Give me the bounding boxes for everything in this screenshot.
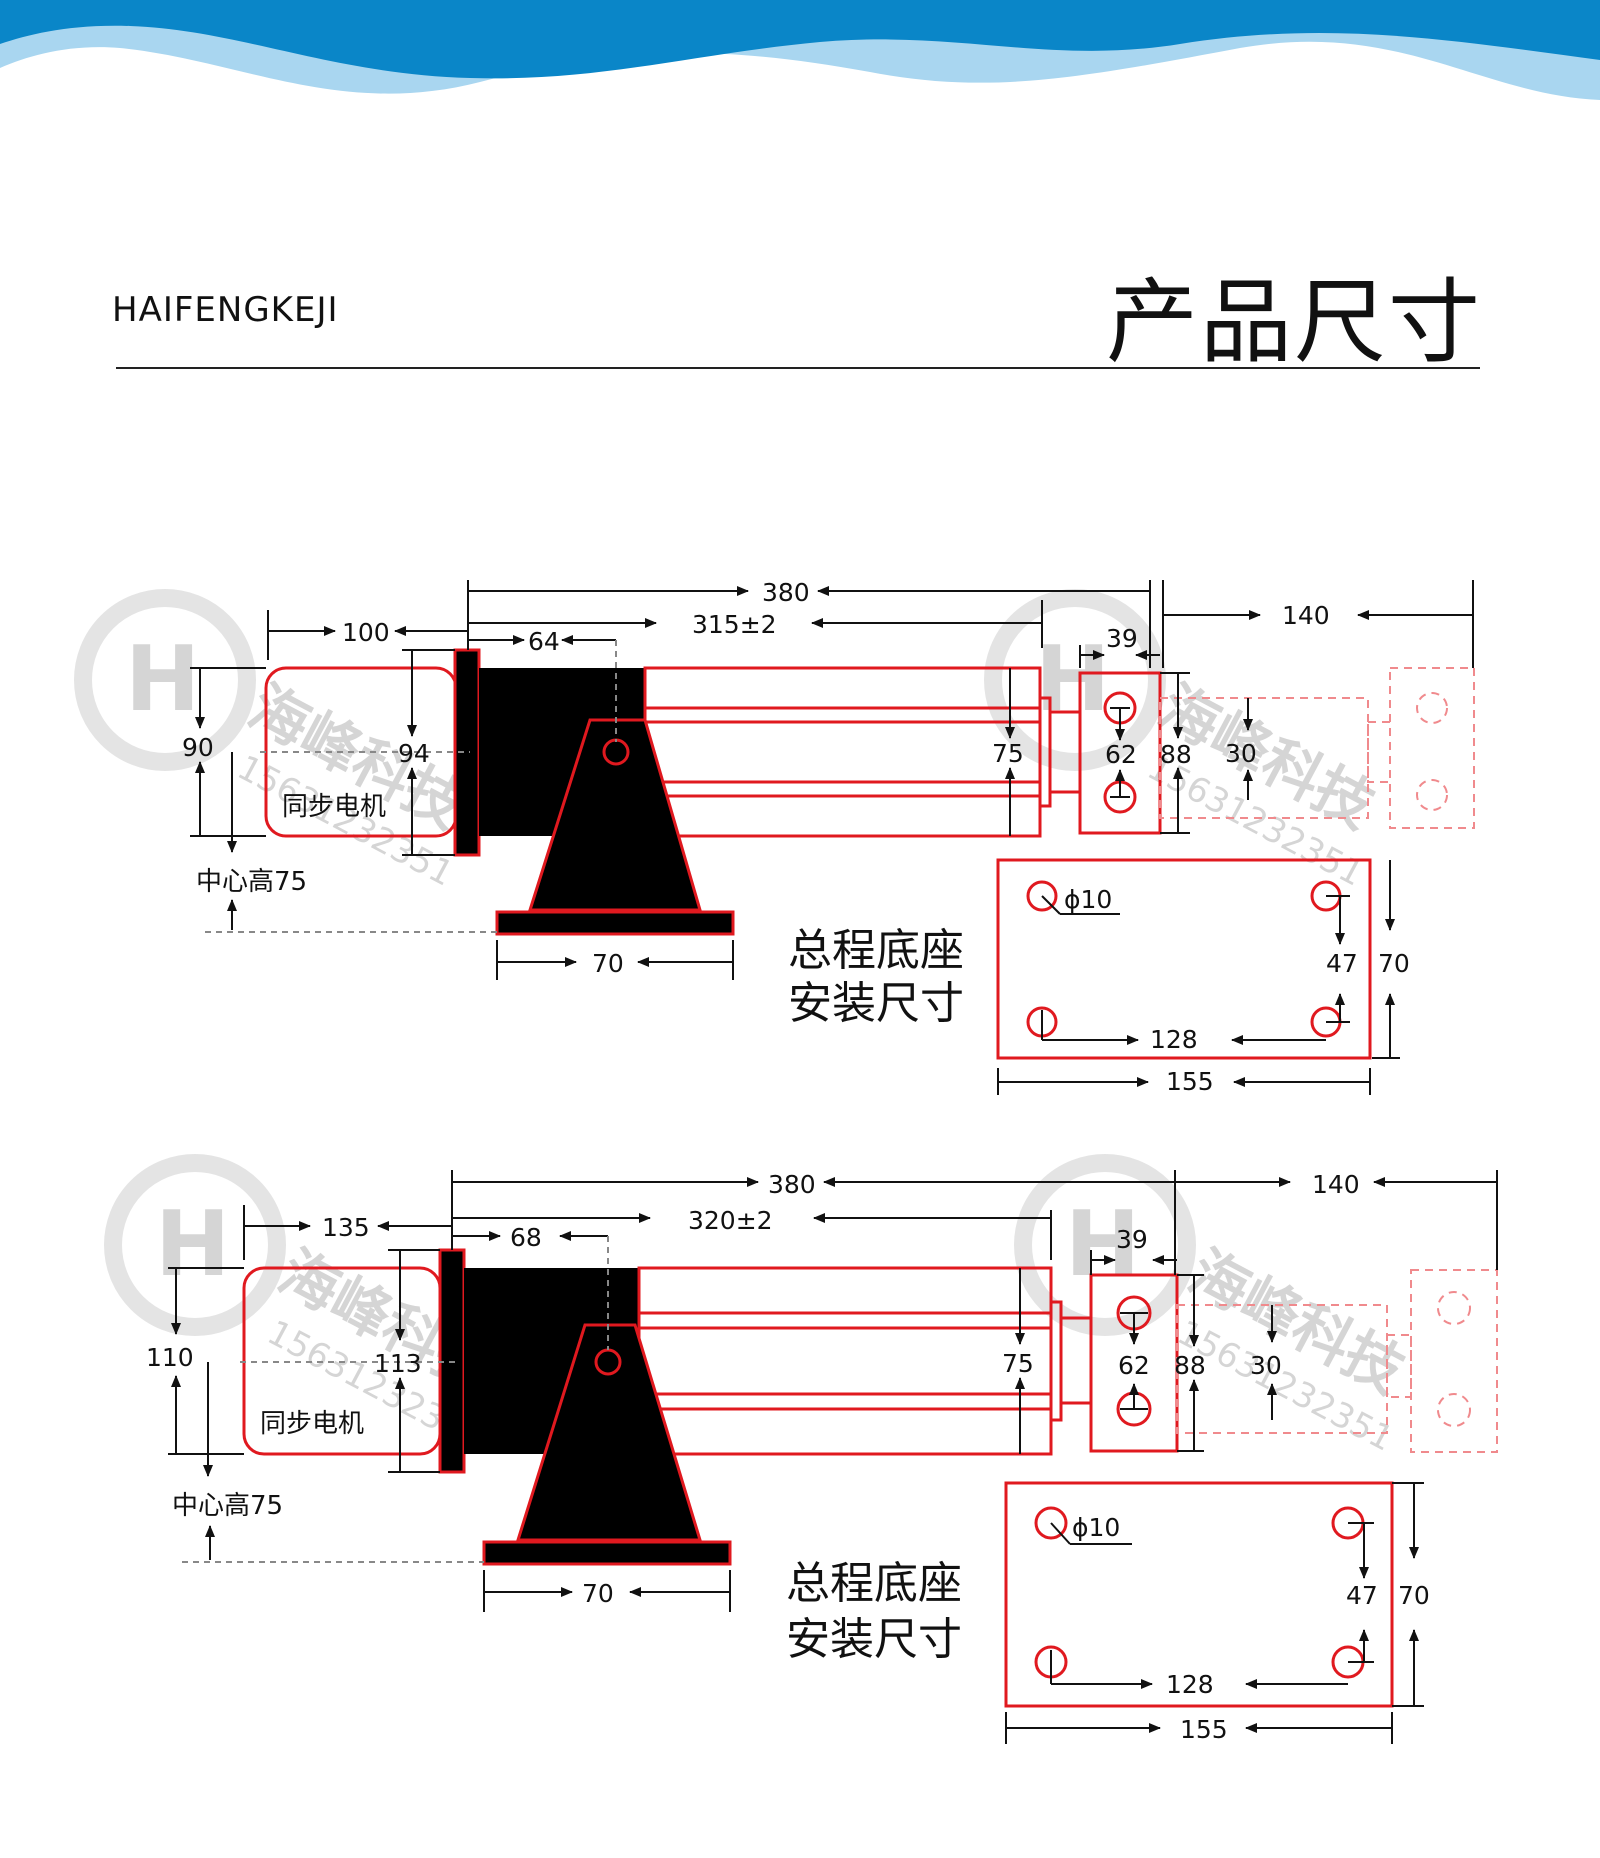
extended-position — [1159, 667, 1475, 829]
dim-overall-2: 380 — [768, 1170, 816, 1199]
svg-text:H: H — [125, 627, 200, 732]
dim-extension: 140 — [1282, 601, 1330, 630]
dim-motor-length-2: 135 — [322, 1213, 370, 1242]
base-title-line1: 总程底座 — [788, 925, 964, 976]
outer-tube — [643, 666, 1042, 838]
base-plate-2 — [482, 1540, 732, 1566]
mount-bracket — [527, 718, 702, 912]
base-plate-top-view-2 — [1004, 1481, 1394, 1708]
dim-hole-diameter: ϕ10 — [1064, 885, 1112, 914]
header-wave — [0, 0, 1600, 100]
dim-rod-height: 30 — [1225, 739, 1257, 768]
diagram-2: 380 140 135 320±2 68 39 110 113 75 62 88… — [146, 1170, 1498, 1744]
dim-plate-height-2: 70 — [1398, 1581, 1430, 1610]
dim-mount-offset: 64 — [528, 627, 560, 656]
brand-name: HAIFENGKEJI — [112, 290, 339, 330]
dim-end-width-2: 39 — [1116, 1225, 1148, 1254]
dim-motor-length: 100 — [342, 618, 390, 647]
watermark: H 海峰科技 15631232351 H 海峰科技 15631232351 H … — [74, 589, 1415, 1460]
base-plate-top-view — [996, 858, 1372, 1060]
dim-end-height: 88 — [1160, 740, 1192, 769]
dim-mount-offset-2: 68 — [510, 1223, 542, 1252]
motor-label: 同步电机 — [282, 792, 386, 822]
dim-end-width: 39 — [1106, 624, 1138, 653]
dim-stroke: 315±2 — [692, 610, 777, 639]
dim-plate-hole-y-2: 47 — [1346, 1581, 1378, 1610]
end-block — [1078, 671, 1162, 835]
dim-overall: 380 — [762, 578, 810, 607]
dim-plate-hole-y: 47 — [1326, 949, 1358, 978]
dim-plate-hole-x-2: 128 — [1166, 1670, 1214, 1699]
motor-label-2: 同步电机 — [260, 1409, 364, 1439]
svg-text:H: H — [1035, 627, 1110, 732]
center-height-label: 中心高75 — [196, 867, 307, 897]
base-title-line2: 安装尺寸 — [788, 978, 964, 1029]
outer-tube-2 — [637, 1266, 1053, 1456]
center-height-label-2: 中心高75 — [172, 1491, 283, 1521]
dim-hole-pitch: 62 — [1105, 740, 1137, 769]
dim-stroke-2: 320±2 — [688, 1206, 773, 1235]
dim-plate-height: 70 — [1378, 949, 1410, 978]
dim-base-width: 70 — [592, 949, 624, 978]
base-plate — [495, 910, 735, 936]
header-divider — [116, 367, 1480, 369]
svg-text:H: H — [1065, 1192, 1140, 1297]
dim-tube-height: 75 — [992, 739, 1024, 768]
mount-bracket-2 — [515, 1323, 703, 1542]
dim-hole-pitch-2: 62 — [1118, 1351, 1150, 1380]
dim-rod-height-2: 30 — [1250, 1351, 1282, 1380]
base-title-line2-2: 安装尺寸 — [786, 1614, 962, 1665]
dim-flange-height: 94 — [398, 739, 430, 768]
dim-hole-diameter-2: ϕ10 — [1072, 1513, 1120, 1542]
base-title-line1-2: 总程底座 — [786, 1558, 962, 1609]
dim-base-width-2: 70 — [582, 1579, 614, 1608]
dim-tube-height-2: 75 — [1002, 1349, 1034, 1378]
svg-text:H: H — [155, 1192, 230, 1297]
dim-flange-height-2: 113 — [374, 1349, 422, 1378]
extended-position-2 — [1176, 1269, 1498, 1453]
page-title: 产品尺寸 — [1105, 269, 1482, 376]
dim-plate-hole-x: 128 — [1150, 1025, 1198, 1054]
diagram-1: 380 140 100 315±2 64 39 90 94 75 62 88 3… — [182, 578, 1475, 1096]
dim-plate-width: 155 — [1166, 1067, 1214, 1096]
dim-motor-height-2: 110 — [146, 1343, 194, 1372]
dim-plate-width-2: 155 — [1180, 1715, 1228, 1744]
dim-extension-2: 140 — [1312, 1170, 1360, 1199]
dim-motor-height: 90 — [182, 733, 214, 762]
dim-end-height-2: 88 — [1174, 1351, 1206, 1380]
